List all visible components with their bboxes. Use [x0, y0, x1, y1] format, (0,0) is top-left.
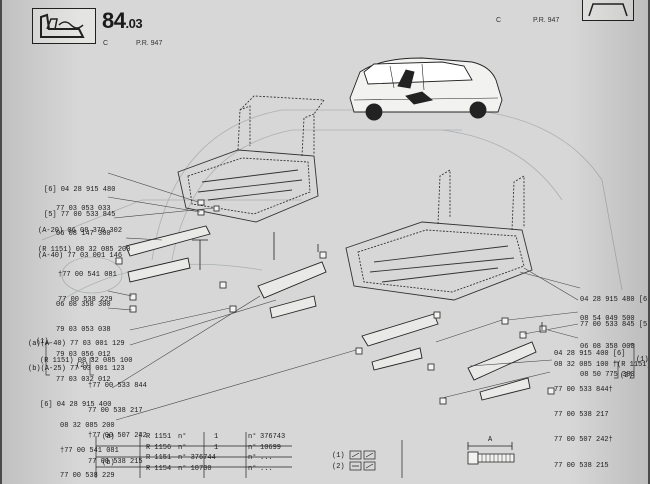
- table-tag: (a): [102, 433, 115, 441]
- bracket-label-2: (2): [76, 362, 89, 370]
- part-number: 79 03 053 038: [56, 326, 111, 335]
- application-table-frame: [95, 432, 403, 478]
- brackets: [45, 342, 635, 379]
- part-number: 77 00 538 229: [58, 296, 113, 305]
- part-number: 06 08 147 300: [56, 230, 111, 239]
- part-number: 77 00 538 217: [554, 411, 609, 420]
- part-number: (b)(A-25) 77 03 001 123: [28, 365, 125, 374]
- legend-label-2: (2): [332, 463, 345, 471]
- part-number: 08 32 085 200: [60, 421, 115, 430]
- label-block-clips: (a)(A-40) 77 03 001 129 (b)(A-25) 77 03 …: [28, 323, 125, 390]
- part-number: 04 28 915 480 [6]: [580, 295, 648, 304]
- section-code-pr: P.R. 947: [136, 40, 163, 47]
- legend-label-1: (1): [332, 452, 345, 460]
- part-number: 08 32 085 100 †(R 1151): [554, 360, 648, 369]
- part-number: (R 1151) 08 32 085 100: [40, 356, 133, 365]
- table-tag: (b): [102, 459, 115, 467]
- part-number: [6] 04 28 915 480: [44, 185, 116, 194]
- car-thumbnail: [349, 57, 503, 121]
- section-code-c: C: [103, 40, 109, 47]
- part-number: (a)(A-40) 77 03 001 129: [28, 339, 125, 348]
- part-number: 77 00 538 229: [60, 472, 115, 481]
- table-ref: n°: [248, 433, 257, 441]
- table-arrow: 1: [214, 433, 219, 441]
- car-ghost-outline: [41, 109, 623, 301]
- table-arrow: 1: [214, 444, 219, 452]
- label-block-rail-alt: 08 32 085 200 †77 00 541 081 77 00 538 2…: [60, 405, 119, 484]
- table-ref: n°: [248, 444, 257, 452]
- part-number: 77 00 538 217: [88, 407, 143, 416]
- part-number: (R 1151) 08 32 085 200: [38, 245, 131, 254]
- right-rails: [361, 313, 537, 401]
- label-block-rail-set: (R 1151) 08 32 085 100 †77 00 533 844 77…: [40, 340, 147, 483]
- label-block-screw: (A-20) 06 08 370 302 (A-40) 77 03 001 14…: [38, 210, 122, 277]
- part-number: 77 00 533 845 [5]: [580, 321, 648, 330]
- table-mark: n° 10700: [178, 465, 212, 473]
- table-mark: n°: [178, 433, 187, 441]
- right-bracket-label-1: (1): [636, 356, 648, 364]
- part-number: 77 00 507 242†: [554, 436, 613, 445]
- label-block-left-rail: (R 1151) 08 32 085 200 †77 00 541 081 77…: [38, 229, 130, 321]
- table-ref: n°: [248, 465, 257, 473]
- label-block-right-bolt: 04 28 915 480 [6] 77 00 533 845 [5]: [580, 279, 648, 346]
- part-number: †77 00 541 081: [58, 271, 117, 280]
- table-mark: n°: [178, 444, 187, 452]
- table-value: 10699: [260, 444, 282, 452]
- part-number: (A-20) 06 08 370 302: [38, 226, 123, 235]
- part-number: 77 03 032 012: [56, 376, 111, 385]
- part-number: 06 08 358 000: [580, 343, 635, 352]
- part-number: [6] 04 28 915 400: [40, 400, 112, 409]
- right-code-pr: P.R. 947: [533, 17, 560, 24]
- table-value: ...: [260, 465, 273, 473]
- legend-icons: [349, 450, 376, 471]
- dimension-bolt: [467, 442, 515, 465]
- seat-section-icon-right: [582, 0, 634, 21]
- part-number: (A-40) 77 03 001 146: [38, 252, 123, 261]
- part-number: 77 00 538 215: [88, 457, 143, 466]
- table-value: ...: [260, 454, 273, 462]
- part-number: 06 08 358 300: [56, 300, 111, 309]
- part-number: 77 00 538 215: [554, 461, 609, 470]
- right-code-c: C: [496, 17, 502, 24]
- left-seat-frame: [177, 95, 325, 223]
- seat-section-icon: [32, 8, 96, 44]
- label-block-right-washers: 08 54 049 500 06 08 358 000 08 50 775 30…: [580, 298, 635, 396]
- right-bracket-label-2: (2): [620, 372, 633, 380]
- label-block-nuts: 06 08 358 300 79 03 053 038 79 03 056 01…: [56, 284, 111, 402]
- table-value: 376743: [260, 433, 286, 441]
- table-model: R 1151: [146, 454, 172, 462]
- bracket-label-1: (1): [36, 338, 49, 346]
- table-model: R 1151: [146, 433, 172, 441]
- part-number: †77 00 533 844: [88, 382, 147, 391]
- part-number: 79 03 056 012: [56, 351, 111, 360]
- part-number: 08 50 775 300: [580, 371, 635, 380]
- table-model: R 1154: [146, 465, 172, 473]
- label-block-right-rail-set: 08 32 085 100 †(R 1151) 77 00 533 844† 7…: [554, 344, 648, 484]
- label-block-seat-bolt: [6] 04 28 915 480 [5] 77 00 533 845: [44, 169, 115, 236]
- right-seat-frame: [345, 169, 533, 301]
- part-number: 04 28 915 400 [6]: [554, 349, 626, 358]
- part-number: 08 54 049 500: [580, 314, 635, 323]
- section-number: 84.03: [102, 8, 143, 33]
- part-number: †77 00 541 081: [60, 447, 119, 456]
- part-number: 77 03 053 033: [56, 204, 111, 213]
- table-mark: n° 376744: [178, 454, 216, 462]
- part-number: †77 00 507 242: [88, 432, 147, 441]
- fasteners: [115, 199, 555, 405]
- label-block-right-end-bolt: 04 28 915 400 [6]: [554, 333, 625, 375]
- label-block-washer: 77 03 053 033 06 08 147 300: [56, 188, 111, 255]
- dimension-label: A: [488, 436, 493, 444]
- leader-lines-right: [435, 267, 581, 399]
- table-ref: n°: [248, 454, 257, 462]
- table-model: R 1156: [146, 444, 172, 452]
- label-block-end-bolt: [6] 04 28 915 400: [40, 384, 111, 426]
- leader-lines-left: [107, 172, 357, 421]
- part-number: [5] 77 00 533 845: [44, 211, 116, 220]
- left-rails: [125, 225, 327, 319]
- part-number: 77 00 533 844†: [554, 386, 613, 395]
